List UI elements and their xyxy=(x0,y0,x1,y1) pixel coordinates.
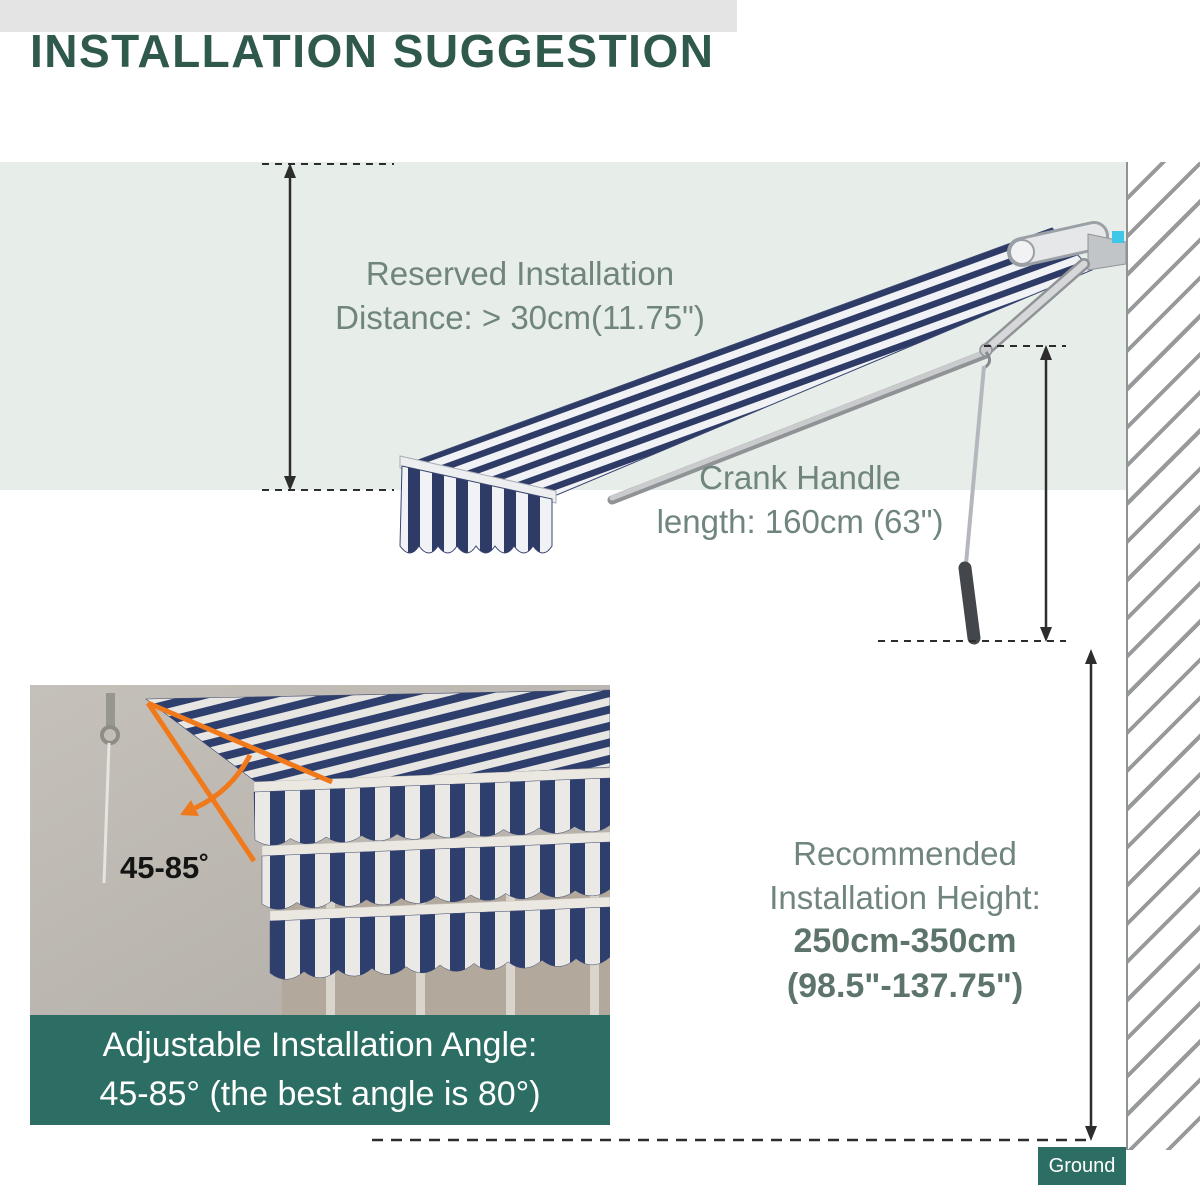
title-underline-band xyxy=(0,0,737,32)
reserved-distance-label: Reserved Installation Distance: > 30cm(1… xyxy=(285,252,755,339)
installation-height-line4: (98.5"-137.75") xyxy=(786,966,1024,1005)
ground-label: Ground xyxy=(1038,1147,1126,1185)
crank-handle-line1: Crank Handle xyxy=(699,459,901,496)
mounting-hook-icon xyxy=(100,693,120,884)
installation-height-line1: Recommended xyxy=(793,835,1017,872)
inset-valance-band-3 xyxy=(269,896,610,980)
inset-awning-illustration xyxy=(30,685,610,1015)
wall-hatch xyxy=(1126,162,1200,1150)
inset-awning-top xyxy=(145,689,610,786)
angle-range-label: 45-85˚ xyxy=(120,850,210,885)
inset-valance-band-2 xyxy=(261,831,610,910)
installation-height-line2: Installation Height: xyxy=(769,878,1041,916)
installation-height-label: Recommended Installation Height: 250cm-3… xyxy=(695,832,1115,1009)
awning-valance xyxy=(399,465,553,554)
awning-roller xyxy=(1007,221,1109,267)
measure-arrow-reserved xyxy=(262,163,394,491)
support-arm xyxy=(979,258,1090,357)
angle-banner-line1: Adjustable Installation Angle: xyxy=(102,1025,538,1064)
crank-handle-label: Crank Handle length: 160cm (63") xyxy=(610,456,990,543)
reserved-distance-line2: Distance: > 30cm(11.75") xyxy=(335,298,705,336)
page-title: INSTALLATION SUGGESTION xyxy=(30,25,715,77)
angle-arc-icon xyxy=(145,700,333,863)
mount-marker-icon xyxy=(1112,231,1124,243)
measure-arrow-height xyxy=(1085,649,1097,1141)
angle-banner-line2: 45-85° (the best angle is 80°) xyxy=(99,1075,541,1113)
installation-height-line3: 250cm-350cm xyxy=(793,922,1017,961)
inset-photo xyxy=(30,685,610,1015)
angle-banner: Adjustable Installation Angle: 45-85° (t… xyxy=(30,1015,610,1125)
reserved-distance-line1: Reserved Installation xyxy=(365,255,675,292)
crank-handle xyxy=(958,351,991,645)
wall-bracket xyxy=(1087,231,1127,271)
inset-valance-band-1 xyxy=(253,767,610,846)
measure-arrow-crank xyxy=(878,345,1066,642)
crank-handle-line2: length: 160cm (63") xyxy=(656,502,944,540)
lateral-arm xyxy=(607,349,991,505)
